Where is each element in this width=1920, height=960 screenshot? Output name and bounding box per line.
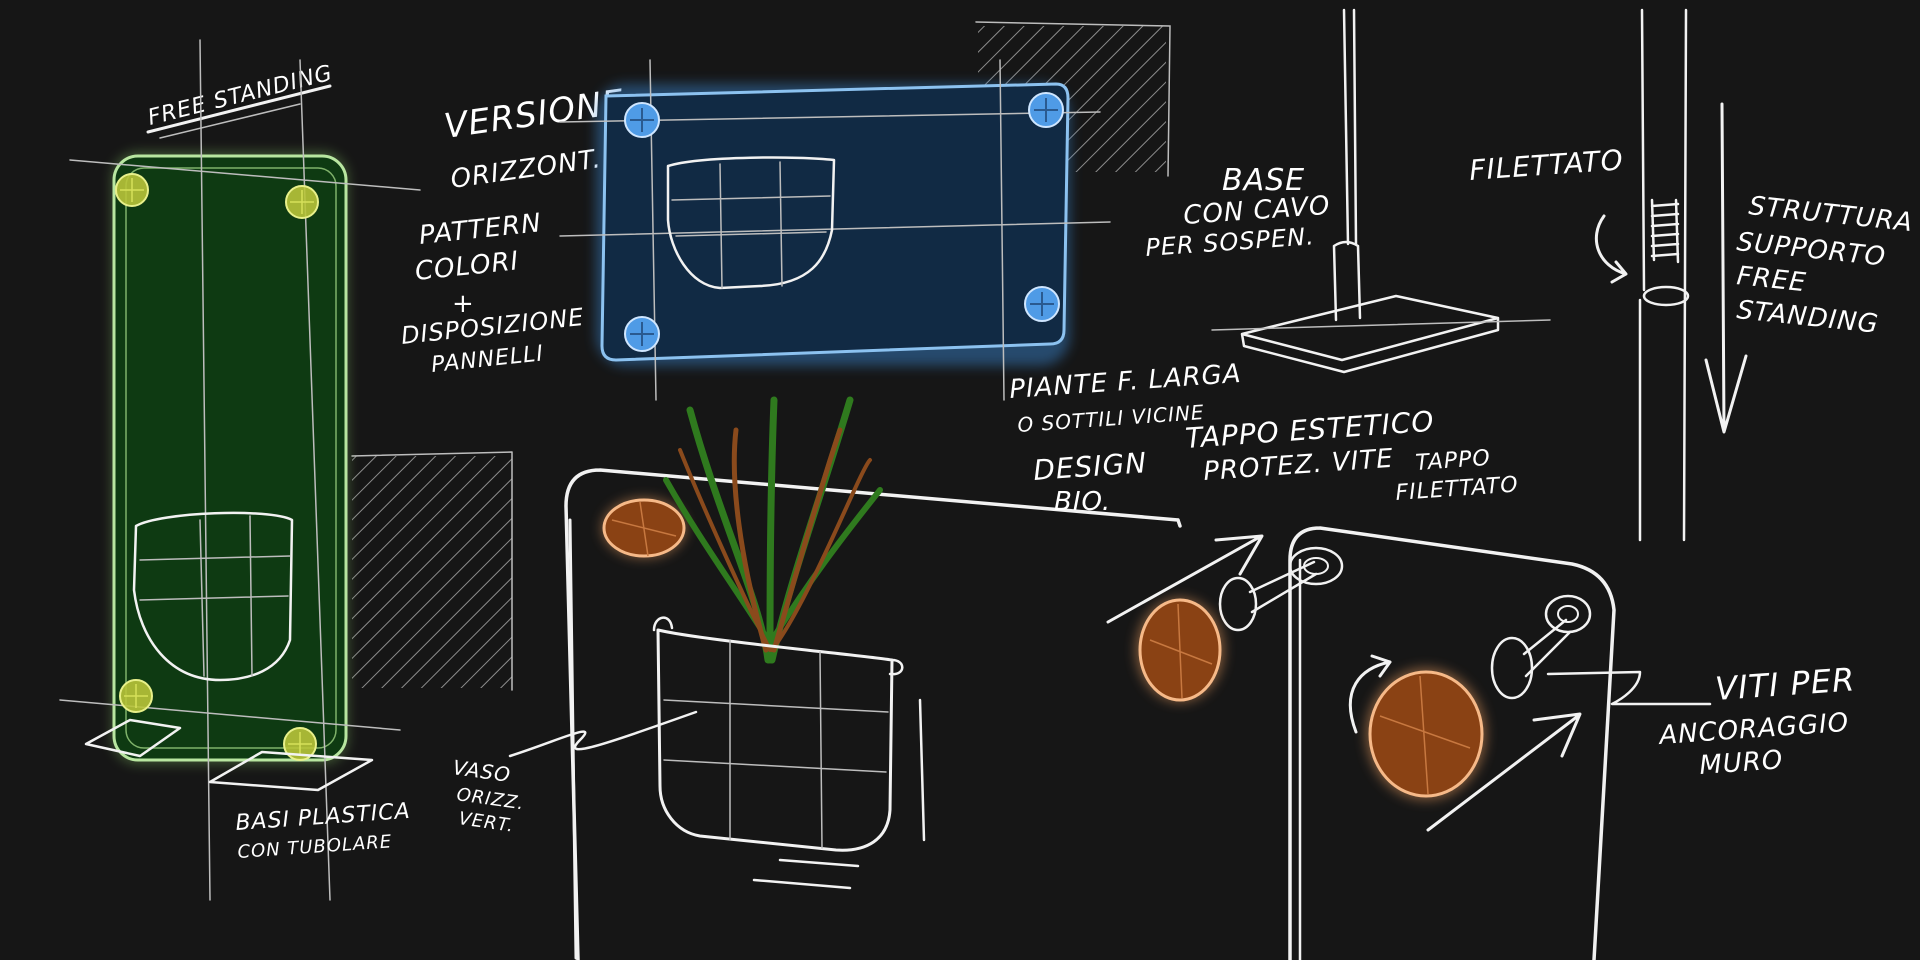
arrow-icon bbox=[1106, 534, 1264, 624]
arrow-icon bbox=[1426, 712, 1582, 832]
viti-label-1: VITI PER bbox=[1714, 660, 1857, 708]
front-panel-sketch: VASO ORIZZ. VERT. PIANTE F. LARGA O SOTT… bbox=[451, 359, 1242, 960]
blue-panel bbox=[600, 82, 1070, 362]
struttura-label-4: STANDING bbox=[1735, 295, 1880, 340]
plant-illustration bbox=[663, 396, 883, 664]
decorative-cap-icon bbox=[602, 498, 686, 558]
base-label-1: BASE bbox=[1222, 163, 1305, 198]
screw-icon bbox=[624, 102, 660, 138]
vaso-label-1: VASO bbox=[451, 755, 512, 787]
screw-icon bbox=[1218, 560, 1318, 632]
basi-label-1: BASI PLASTICA bbox=[235, 799, 412, 836]
screw-icon bbox=[1024, 286, 1060, 322]
tappo-filettato-label-2: FILETTATO bbox=[1395, 472, 1520, 506]
vaso-label-3: VERT. bbox=[457, 808, 515, 837]
viti-label-2: ANCORAGGIO bbox=[1656, 708, 1850, 751]
horizontal-panel-sketch: VERSIONE ORIZZONT. PATTERN COLORI + DISP… bbox=[400, 21, 1171, 401]
free-standing-label: FREE STANDING bbox=[145, 61, 335, 131]
struttura-label-3: FREE bbox=[1735, 261, 1808, 298]
screw-icon bbox=[1490, 618, 1572, 700]
screw-icon bbox=[119, 679, 153, 713]
screw-icon bbox=[1028, 92, 1064, 128]
free-standing-panel-sketch: FREE STANDING BASI PLASTICA CON TUBOLARE bbox=[59, 39, 513, 901]
green-panel bbox=[112, 154, 348, 762]
design-label-2: BIO. bbox=[1054, 487, 1111, 517]
piante-label-2: O SOTTILI VICINE bbox=[1017, 400, 1206, 437]
pattern-label-3: + bbox=[452, 289, 475, 319]
pattern-label-5: PANNELLI bbox=[430, 341, 545, 378]
wall-mount-panel-sketch: TAPPO ESTETICO PROTEZ. VITE TAPPO FILETT… bbox=[1106, 405, 1857, 960]
pattern-label-2: COLORI bbox=[414, 246, 521, 287]
decorative-cap-icon bbox=[1366, 668, 1486, 800]
hatched-wall-swatch bbox=[352, 456, 512, 688]
screw-icon bbox=[283, 727, 317, 761]
base-cable-sketch: BASE CON CAVO PER SOSPEN. bbox=[1144, 8, 1551, 374]
screw-icon bbox=[624, 316, 660, 352]
curved-arrow-icon bbox=[1348, 654, 1392, 734]
plant-pot bbox=[652, 616, 926, 890]
tappo-label-1: TAPPO ESTETICO bbox=[1184, 405, 1435, 455]
viti-label-3: MURO bbox=[1698, 745, 1784, 781]
plastic-base bbox=[84, 718, 374, 792]
down-arrow-icon bbox=[1704, 102, 1748, 434]
design-label-1: DESIGN bbox=[1032, 446, 1148, 487]
curved-arrow-icon bbox=[1594, 214, 1628, 284]
filettato-label: FILETTATO bbox=[1468, 143, 1624, 187]
decorative-cap-icon bbox=[1136, 598, 1224, 702]
versione-label-2: ORIZZONT. bbox=[449, 144, 603, 195]
base-label-3: PER SOSPEN. bbox=[1144, 222, 1315, 262]
screw-icon bbox=[115, 173, 149, 207]
pattern-label-1: PATTERN bbox=[418, 208, 543, 251]
pattern-label-4: DISPOSIZIONE bbox=[400, 303, 586, 350]
basi-label-2: CON TUBOLARE bbox=[237, 831, 393, 863]
tappo-filettato-label-1: TAPPO bbox=[1415, 446, 1492, 476]
screw-icon bbox=[285, 185, 319, 219]
threaded-pole-sketch: FILETTATO STRUTTURA SUPPORTO FREE STANDI… bbox=[1468, 8, 1915, 542]
